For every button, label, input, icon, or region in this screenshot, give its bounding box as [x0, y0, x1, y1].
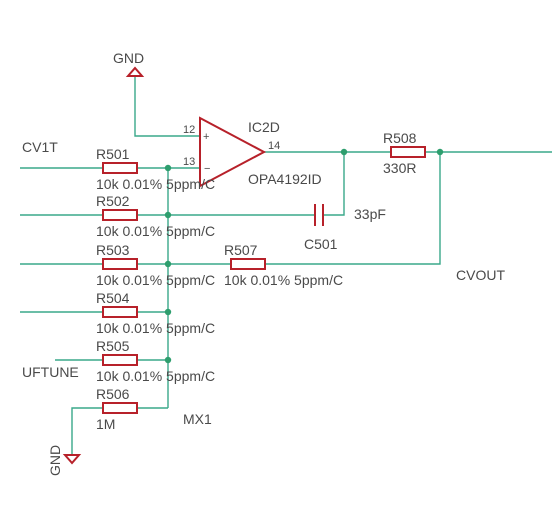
r506-name: R506 — [96, 386, 130, 402]
r504-name: R504 — [96, 290, 130, 306]
net-label-mx1: MX1 — [183, 411, 212, 427]
pin-12-label: 12 — [183, 124, 195, 136]
gnd-symbol-top: GND — [113, 50, 145, 77]
junction-dot — [164, 211, 172, 219]
ic-name: IC2D — [248, 119, 280, 135]
resistor-r505: R505 10k 0.01% 5ppm/C — [96, 338, 215, 384]
wire-r506-gnd — [71, 407, 103, 455]
resistor-r501: R501 10k 0.01% 5ppm/C — [96, 146, 215, 192]
r503-name: R503 — [96, 242, 130, 258]
junction-dot — [164, 308, 172, 316]
resistor-r503: R503 10k 0.01% 5ppm/C — [96, 242, 215, 288]
junctions — [164, 148, 444, 364]
wire-gnd-plus — [134, 76, 200, 137]
junction-dot — [164, 164, 172, 172]
resistor-r508: R508 330R — [383, 130, 426, 176]
r505-name: R505 — [96, 338, 130, 354]
ic-value: OPA4192ID — [248, 171, 322, 187]
r507-name: R507 — [224, 242, 258, 258]
resistor-r506: R506 1M — [96, 386, 138, 432]
c501-name: C501 — [304, 236, 338, 252]
resistor-r507: R507 10k 0.01% 5ppm/C — [224, 242, 343, 288]
r506-value: 1M — [96, 416, 115, 432]
resistor-r504: R504 10k 0.01% 5ppm/C — [96, 290, 215, 336]
wire-c501-out — [324, 152, 345, 216]
r508-name: R508 — [383, 130, 417, 146]
r501-value: 10k 0.01% 5ppm/C — [96, 176, 215, 192]
junction-dot — [340, 148, 348, 156]
net-label-cv1t: CV1T — [22, 139, 58, 155]
junction-dot — [164, 356, 172, 364]
junction-dot — [436, 148, 444, 156]
r504-value: 10k 0.01% 5ppm/C — [96, 320, 215, 336]
capacitor-c501: 33pF C501 — [304, 204, 386, 252]
r502-value: 10k 0.01% 5ppm/C — [96, 223, 215, 239]
r507-value: 10k 0.01% 5ppm/C — [224, 272, 343, 288]
r505-value: 10k 0.01% 5ppm/C — [96, 368, 215, 384]
opamp-triangle — [199, 116, 267, 188]
c501-value: 33pF — [354, 206, 386, 222]
pin-14-label: 14 — [268, 140, 280, 152]
r502-name: R502 — [96, 193, 130, 209]
wire-r507-out — [265, 152, 441, 265]
gnd-label-top: GND — [113, 50, 144, 66]
junction-dot — [164, 260, 172, 268]
gnd-label-bottom: GND — [47, 445, 63, 476]
r501-name: R501 — [96, 146, 130, 162]
opamp-minus-sign: − — [204, 163, 210, 175]
net-label-cvout: CVOUT — [456, 267, 505, 283]
gnd-symbol-bottom: GND — [47, 445, 82, 476]
opamp-plus-sign: + — [203, 131, 209, 143]
resistor-r502: R502 10k 0.01% 5ppm/C — [96, 193, 215, 239]
r503-value: 10k 0.01% 5ppm/C — [96, 272, 215, 288]
net-label-uftune: UFTUNE — [22, 364, 79, 380]
r508-value: 330R — [383, 160, 416, 176]
pin-13-label: 13 — [183, 156, 195, 168]
opamp-ic2d: + − 12 13 14 IC2D OPA4192ID — [183, 116, 322, 188]
